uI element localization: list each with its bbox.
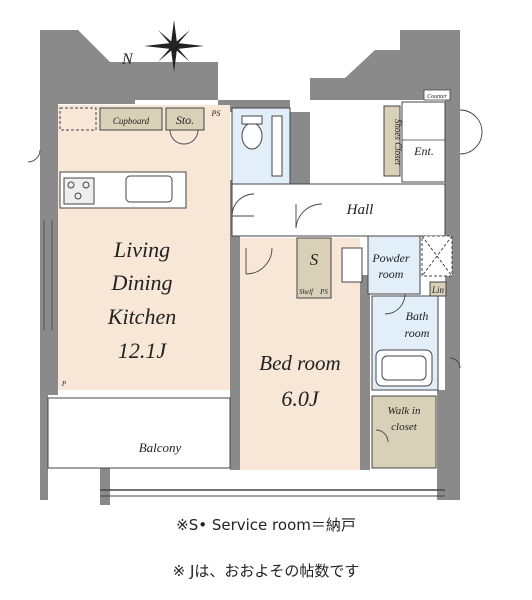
ldk-label-1: Living: [113, 237, 170, 262]
ldk-label-3: Kitchen: [107, 304, 176, 329]
entrance-floor: [401, 101, 446, 183]
compass-north-label: N: [121, 51, 134, 68]
balcony-floor: [47, 397, 231, 469]
shoes-closet-label: Shoes Closet: [393, 119, 403, 166]
ldk-floor: [58, 105, 230, 390]
balcony-label: Balcony: [139, 440, 182, 455]
bedroom-label: Bed room: [259, 351, 340, 375]
counter-label: Counter: [427, 94, 447, 100]
shoes-closet: [383, 105, 401, 177]
cupboard: [99, 107, 163, 131]
linen-label: Lin: [431, 285, 445, 295]
powder-room-label-2: room: [379, 267, 404, 281]
doors: [27, 109, 483, 443]
upper-cupboard-dashed: [59, 107, 97, 131]
area-note: ※ Jは、おおよその帖数です: [172, 562, 360, 580]
counter-box: [423, 89, 451, 101]
ps-top-label: PS: [211, 109, 221, 118]
p-mark-label: P: [61, 380, 67, 388]
ldk-area: 12.1J: [118, 338, 168, 363]
ps-mid-label: PS: [319, 288, 328, 296]
bedroom-area: 6.0J: [281, 386, 320, 411]
entrance-label: Ent.: [413, 144, 434, 158]
stove: [63, 177, 95, 205]
service-room-label: S: [310, 250, 319, 269]
powder-room-label-1: Powder: [371, 251, 410, 265]
bathtub: [375, 349, 433, 387]
bath-room-label-1: Bath: [406, 309, 429, 323]
powder-room-floor: [367, 235, 421, 295]
toilet: [241, 122, 263, 150]
shelf-label: Shelf: [299, 288, 314, 296]
floor-plan: N Living Dining Kitchen 12.1J Bed room 6…: [27, 20, 483, 505]
windows: [43, 220, 53, 330]
compass-icon: [144, 20, 204, 72]
sink: [125, 175, 173, 203]
bath-room-label-2: room: [405, 326, 430, 340]
walk-in-closet-label-2: closet: [391, 421, 418, 433]
walk-in-closet-label-1: Walk in: [388, 405, 421, 417]
hall-floor: [231, 183, 446, 237]
cupboard-label: Cupboard: [113, 116, 150, 126]
storage: [165, 107, 205, 131]
wash-basin: [341, 247, 363, 283]
storage-label: Sto.: [176, 113, 194, 127]
hall-label: Hall: [346, 202, 374, 218]
service-room-note: ※S• Service room＝納戸: [176, 516, 356, 534]
linen: [429, 281, 447, 297]
ldk-label-2: Dining: [110, 270, 172, 295]
service-room: [296, 237, 332, 299]
